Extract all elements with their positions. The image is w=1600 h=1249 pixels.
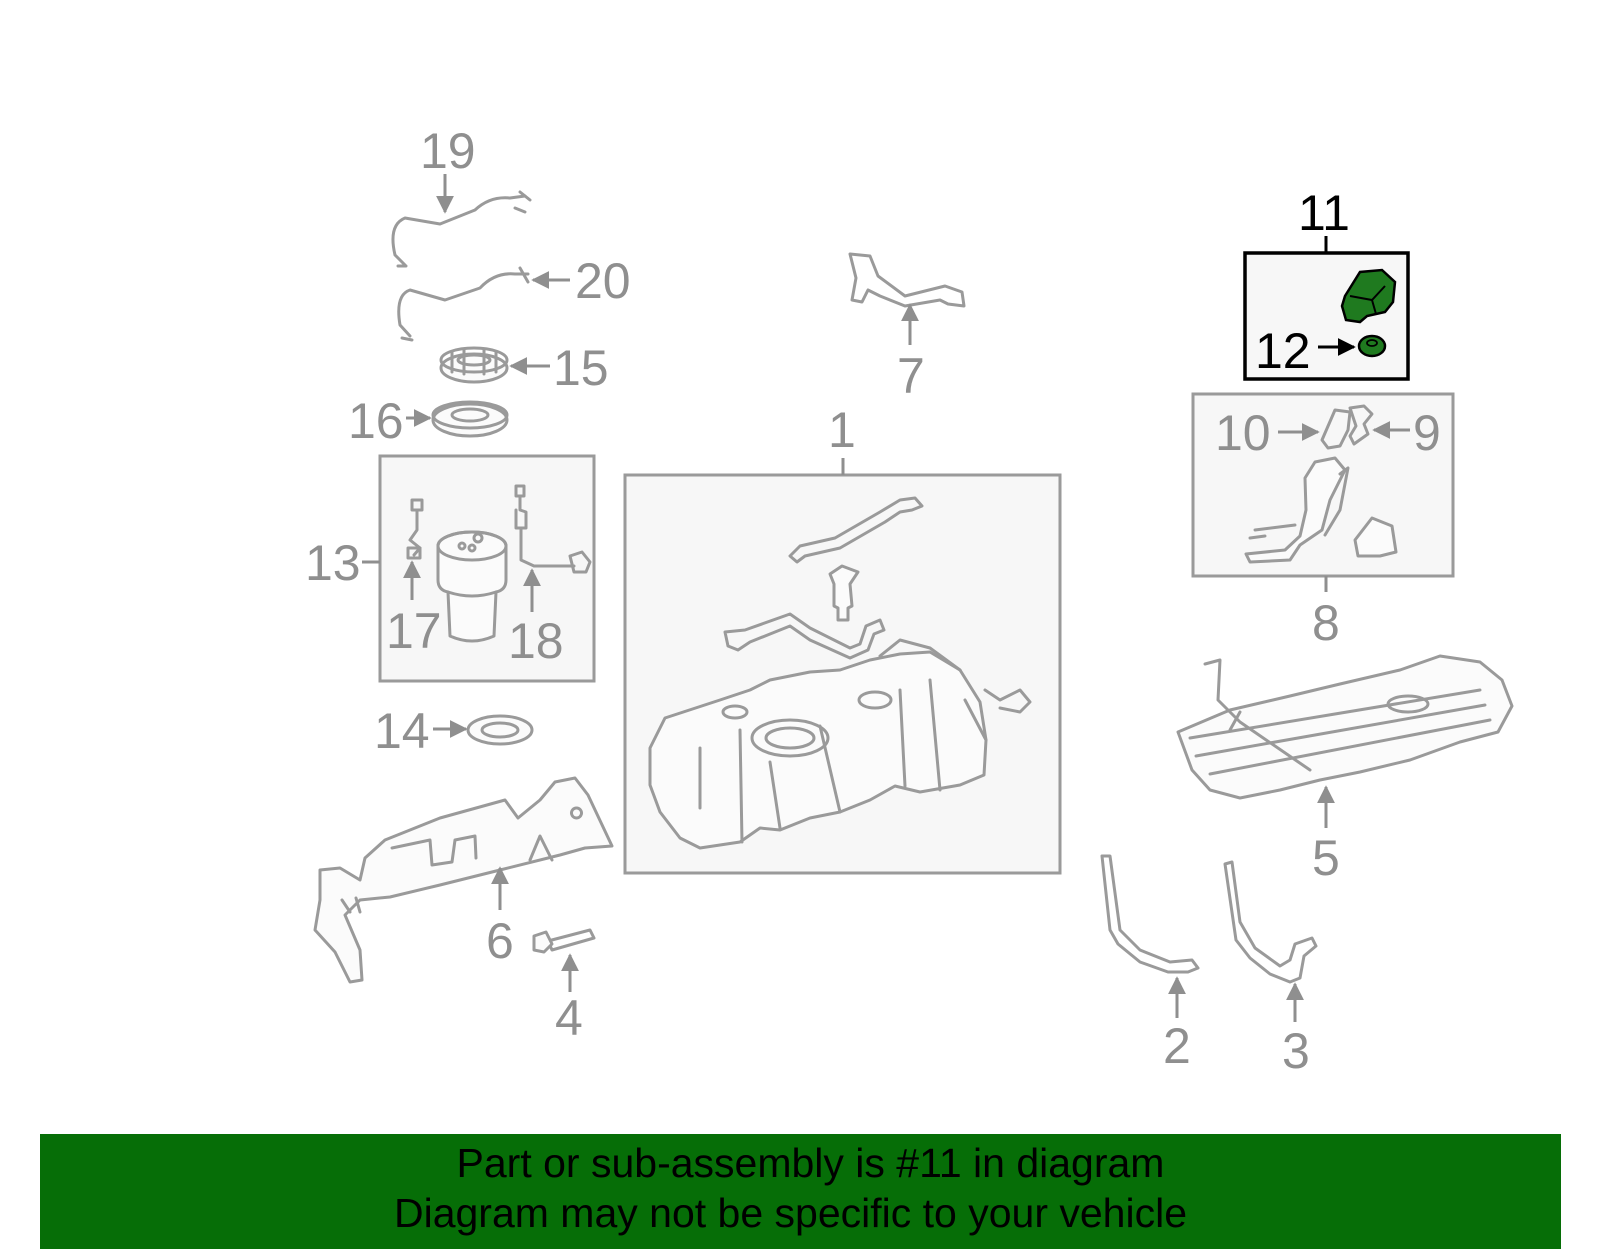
callout-10: 10: [1215, 405, 1320, 461]
part-6-heat-shield[interactable]: [313, 776, 614, 984]
callout-8-label: 8: [1312, 595, 1340, 651]
callout-1: 1: [828, 402, 856, 475]
callout-10-label: 10: [1215, 405, 1271, 461]
callout-11: 11: [1298, 185, 1350, 253]
part-8-filler-neck-box[interactable]: [1191, 392, 1455, 578]
part-7-vent-tube[interactable]: [848, 252, 966, 308]
part-3-strap[interactable]: [1223, 860, 1318, 984]
callout-13: 13: [305, 535, 380, 591]
callout-9: 9: [1372, 405, 1441, 461]
callout-12-label: 12: [1255, 323, 1311, 379]
part-2-strap[interactable]: [1100, 854, 1200, 974]
callout-2-label: 2: [1163, 1018, 1191, 1074]
fuel-cap-highlighted[interactable]: [1340, 268, 1397, 324]
part-15-lock-ring[interactable]: [439, 346, 509, 384]
callout-8: 8: [1312, 576, 1340, 651]
callout-15: 15: [509, 340, 609, 396]
callout-16: 16: [348, 393, 432, 449]
banner-line-1: Part or sub-assembly is #11 in diagram: [456, 1140, 1165, 1186]
part-16-gasket[interactable]: [431, 400, 509, 438]
callout-1-label: 1: [828, 402, 856, 458]
part-11-fuel-cap-box[interactable]: [1243, 251, 1410, 381]
callout-15-label: 15: [553, 340, 609, 396]
callout-7: 7: [897, 303, 925, 404]
banner-line-2: Diagram may not be specific to your vehi…: [393, 1190, 1187, 1236]
part-19-fuel-line[interactable]: [391, 190, 532, 268]
callout-3: 3: [1282, 982, 1310, 1079]
callout-6: 6: [486, 866, 514, 969]
callout-4-label: 4: [555, 990, 583, 1046]
info-banner: Part or sub-assembly is #11 in diagram D…: [40, 1134, 1561, 1249]
callout-16-label: 16: [348, 393, 404, 449]
callout-4: 4: [555, 953, 583, 1046]
callout-17-label: 17: [386, 603, 442, 659]
callout-12: 12: [1255, 323, 1356, 379]
callout-3-label: 3: [1282, 1023, 1310, 1079]
callout-11-label: 11: [1298, 185, 1350, 241]
callout-2: 2: [1163, 976, 1191, 1074]
callout-14-label: 14: [374, 703, 430, 759]
part-20-fuel-line[interactable]: [397, 266, 530, 342]
callout-19: 19: [420, 123, 476, 214]
callout-20: 20: [531, 253, 631, 309]
callout-5-label: 5: [1312, 830, 1340, 886]
callout-6-label: 6: [486, 913, 514, 969]
part-4-bolt[interactable]: [532, 928, 596, 954]
callout-14: 14: [374, 703, 468, 759]
part-5-protector-plate[interactable]: [1176, 654, 1514, 800]
callout-19-label: 19: [420, 123, 476, 179]
part-14-seal[interactable]: [466, 714, 534, 746]
callout-18-label: 18: [508, 613, 564, 669]
callout-20-label: 20: [575, 253, 631, 309]
part-1-fuel-tank-assembly[interactable]: [623, 473, 1062, 875]
callout-13-label: 13: [305, 535, 361, 591]
callout-17: 17: [386, 560, 442, 659]
callout-18: 18: [508, 568, 564, 669]
callout-7-label: 7: [897, 348, 925, 404]
callout-9-label: 9: [1413, 405, 1441, 461]
callout-5: 5: [1312, 785, 1340, 886]
